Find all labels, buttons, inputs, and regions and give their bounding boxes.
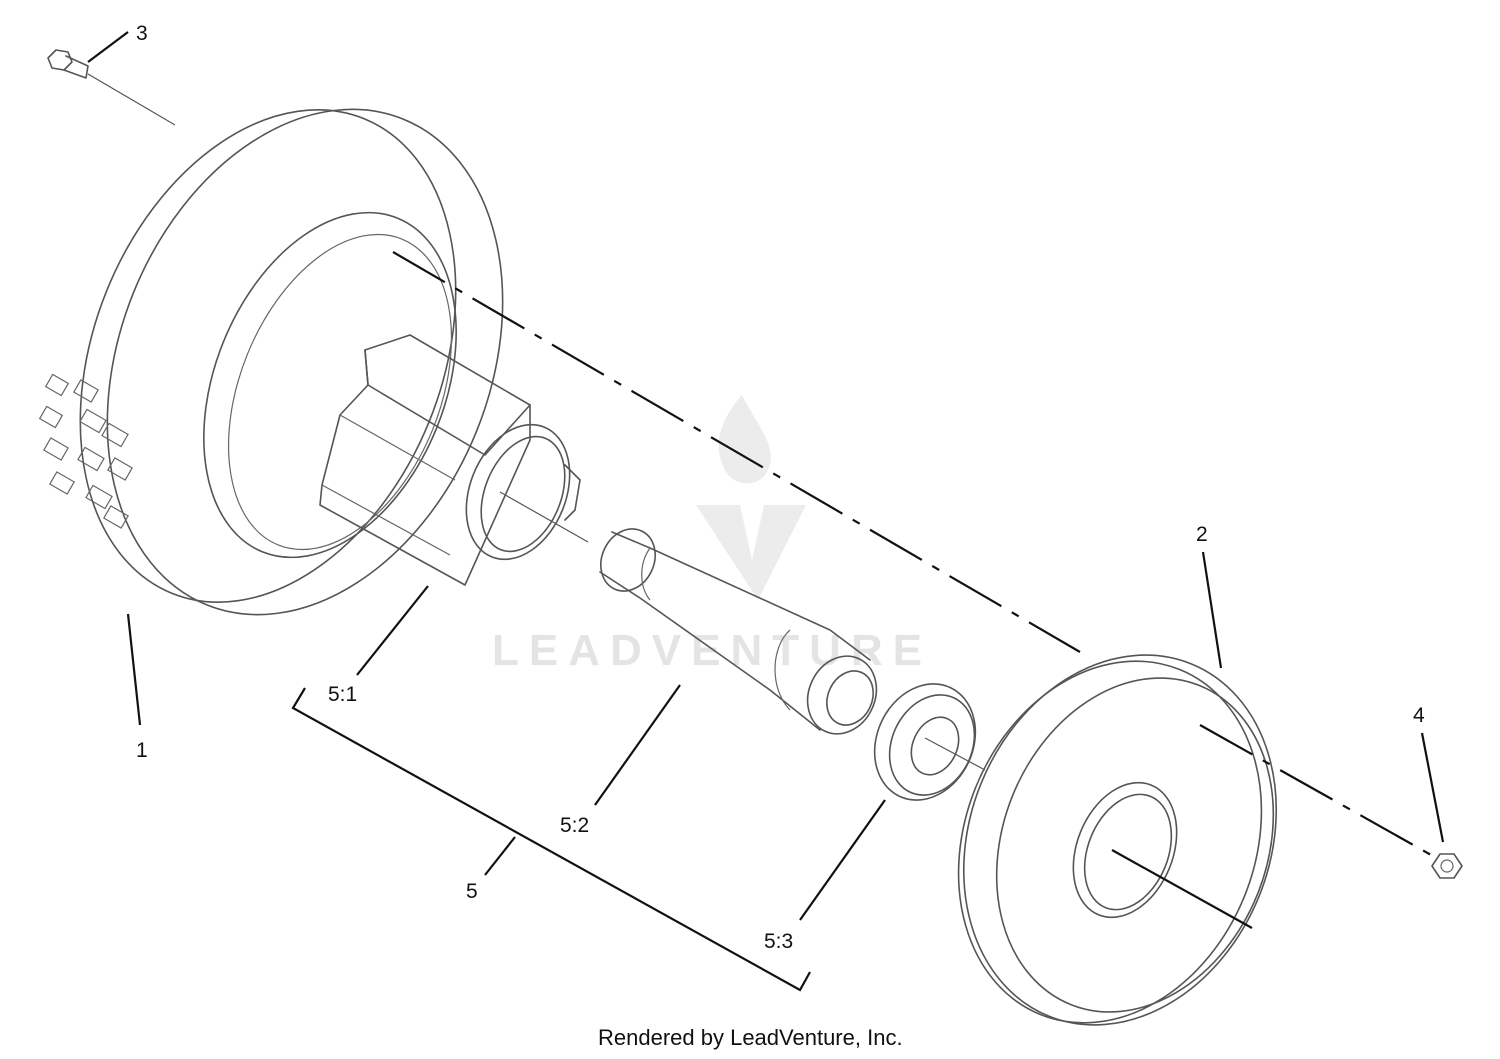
watermark: LEADVENTURE	[492, 395, 932, 675]
callout-5-2: 5:2	[560, 814, 589, 837]
callout-5-1: 5:1	[328, 683, 357, 706]
spacer-part-5-2	[599, 528, 878, 735]
callout-3: 3	[136, 22, 148, 45]
callout-4: 4	[1413, 704, 1425, 727]
watermark-v-icon	[696, 505, 806, 600]
bolt-part-3	[47, 49, 176, 126]
hub-part-5-1	[319, 334, 581, 586]
nut-part-4	[1431, 853, 1463, 879]
footer-credit: Rendered by LeadVenture, Inc.	[598, 1025, 903, 1050]
center-axis	[392, 251, 1441, 929]
leader-lines	[87, 31, 1445, 992]
tire-part-1	[38, 108, 504, 616]
callout-2: 2	[1196, 523, 1208, 546]
watermark-text: LEADVENTURE	[492, 626, 932, 675]
watermark-flame-icon	[718, 395, 771, 484]
rim-part-2	[957, 654, 1278, 1026]
callout-1: 1	[136, 739, 148, 762]
callout-5-3: 5:3	[764, 930, 793, 953]
callout-5: 5	[466, 880, 478, 903]
callout-labels: 3 1 2 4 5:1 5:2 5 5:3	[136, 22, 1425, 953]
washer-part-5-3	[873, 683, 986, 801]
tire-tread	[38, 373, 133, 529]
